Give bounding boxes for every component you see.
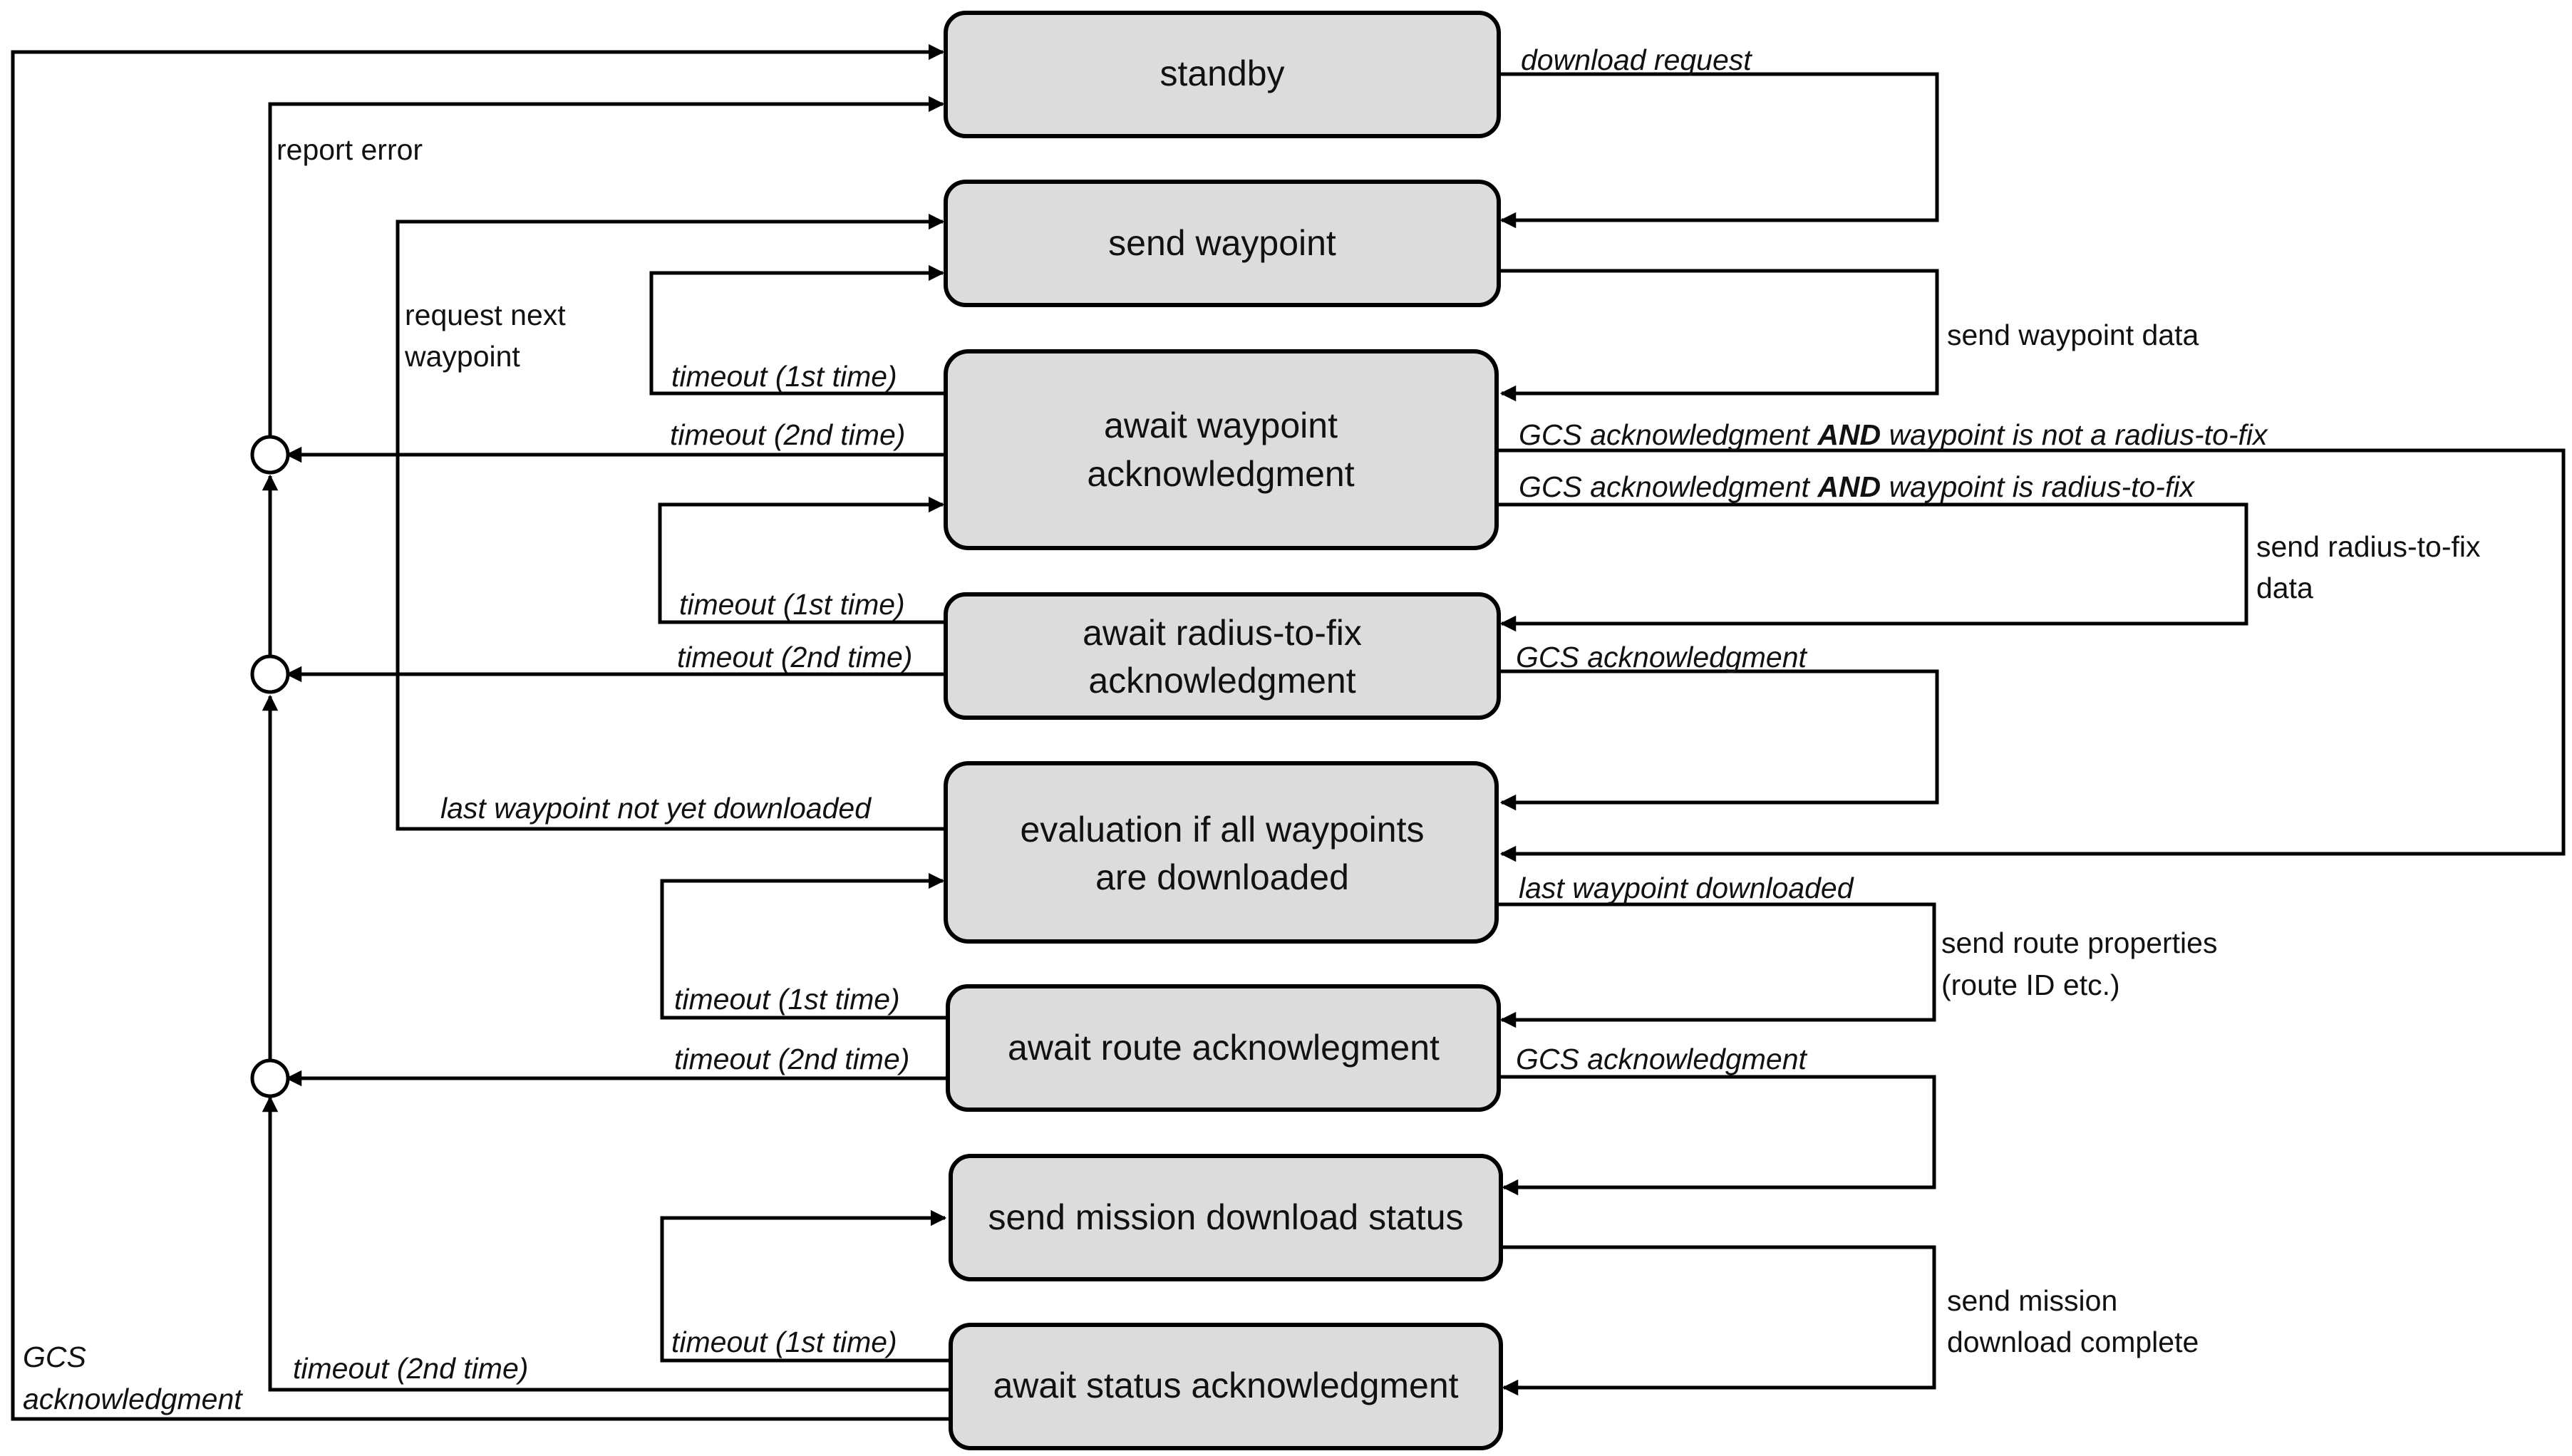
- label-request-next-line2: waypoint: [404, 340, 520, 373]
- state-evaluation-line2: are downloaded: [1095, 857, 1349, 897]
- state-await-status-ack: await status acknowledgment: [949, 1323, 1503, 1450]
- state-evaluation: evaluation if all waypoints are download…: [944, 761, 1499, 944]
- state-evaluation-line1: evaluation if all waypoints: [1021, 810, 1425, 850]
- label-report-error: report error: [277, 133, 423, 166]
- state-send-status: send mission download status: [949, 1154, 1503, 1281]
- label-rtf-timeout-1st: timeout (1st time): [679, 588, 905, 621]
- state-await-route-ack: await route acknowlegment: [946, 984, 1501, 1112]
- label-send-route-line1: send route properties: [1941, 926, 2217, 959]
- edge-download-request: [1499, 72, 1939, 229]
- state-await-rtf-ack-line1: await radius-to-fix: [1083, 613, 1362, 653]
- state-send-status-label: send mission download status: [988, 1197, 1463, 1237]
- state-await-rtf-ack: await radius-to-fix acknowledgment: [944, 592, 1501, 720]
- label-rtf-timeout-2nd: timeout (2nd time): [677, 641, 912, 673]
- state-send-waypoint-label: send waypoint: [1108, 223, 1336, 263]
- label-gcs-ack-rtf: GCS acknowledgment AND waypoint is radiu…: [1519, 470, 2195, 503]
- state-await-route-ack-label: await route acknowlegment: [1008, 1028, 1440, 1068]
- edge-last-waypoint-downloaded: [1497, 902, 1936, 1028]
- state-await-status-ack-label: await status acknowledgment: [993, 1365, 1458, 1405]
- edge-gcs-ack-not-rtf: [1497, 448, 2566, 862]
- edge-route-gcs-ack: [1499, 1075, 1936, 1196]
- label-download-request: download request: [1521, 43, 1752, 76]
- label-request-next-line1: request next: [405, 299, 566, 331]
- error-junction-1: [250, 435, 290, 475]
- error-junction-3: [250, 1058, 290, 1098]
- label-send-route-line2: (route ID etc.): [1941, 969, 2120, 1001]
- label-send-rtf-line1: send radius-to-fix: [2256, 530, 2481, 563]
- edge-request-next-waypoint: [396, 213, 946, 831]
- label-status-timeout-1st: timeout (1st time): [671, 1326, 897, 1358]
- edge-send-waypoint-data: [1499, 269, 1939, 402]
- edge-wp-timeout-1st: [649, 264, 946, 396]
- label-last-downloaded: last waypoint downloaded: [1519, 872, 1854, 904]
- label-route-timeout-2nd: timeout (2nd time): [674, 1043, 909, 1075]
- edge-gcs-ack-rtf: [1497, 502, 2248, 632]
- edge-report-error: [268, 95, 945, 436]
- edge-send-mission-complete: [1501, 1245, 1936, 1396]
- label-send-waypoint-data: send waypoint data: [1947, 319, 2199, 351]
- label-gcs-left-line2: acknowledgment: [23, 1383, 243, 1415]
- label-send-rtf-line2: data: [2256, 572, 2313, 604]
- label-route-timeout-1st: timeout (1st time): [674, 983, 900, 1016]
- state-await-rtf-ack-line2: acknowledgment: [1088, 661, 1355, 701]
- label-route-gcs-ack: GCS acknowledgment: [1516, 1043, 1808, 1075]
- label-gcs-ack-not-rtf: GCS acknowledgment AND waypoint is not a…: [1519, 418, 2268, 451]
- edge-status-timeout-2nd: [262, 1095, 951, 1392]
- label-wp-timeout-1st: timeout (1st time): [671, 360, 897, 393]
- edge-rtf-timeout-1st: [658, 496, 946, 624]
- edge-status-timeout-1st: [660, 1209, 951, 1363]
- edge-gcs-ack-standby: [11, 43, 951, 1421]
- label-status-timeout-2nd: timeout (2nd time): [293, 1352, 528, 1385]
- edge-route-timeout-1st: [660, 872, 948, 1020]
- state-standby-label: standby: [1160, 53, 1284, 93]
- label-send-complete-line2: download complete: [1947, 1326, 2199, 1358]
- state-await-waypoint-ack: await waypoint acknowledgment: [944, 349, 1499, 550]
- edge-rtf-gcs-ack: [1499, 669, 1939, 811]
- state-await-waypoint-ack-line2: acknowledgment: [1087, 454, 1354, 494]
- label-wp-timeout-2nd: timeout (2nd time): [670, 418, 905, 451]
- label-last-not-downloaded: last waypoint not yet downloaded: [440, 792, 872, 825]
- label-gcs-left-line1: GCS: [23, 1341, 86, 1373]
- error-junction-2: [250, 654, 290, 694]
- state-send-waypoint: send waypoint: [944, 180, 1501, 307]
- label-rtf-gcs-ack: GCS acknowledgment: [1516, 641, 1808, 673]
- label-send-complete-line1: send mission: [1947, 1284, 2117, 1317]
- connectors: [11, 43, 2566, 1421]
- state-await-waypoint-ack-line1: await waypoint: [1104, 406, 1338, 445]
- state-standby: standby: [944, 11, 1501, 138]
